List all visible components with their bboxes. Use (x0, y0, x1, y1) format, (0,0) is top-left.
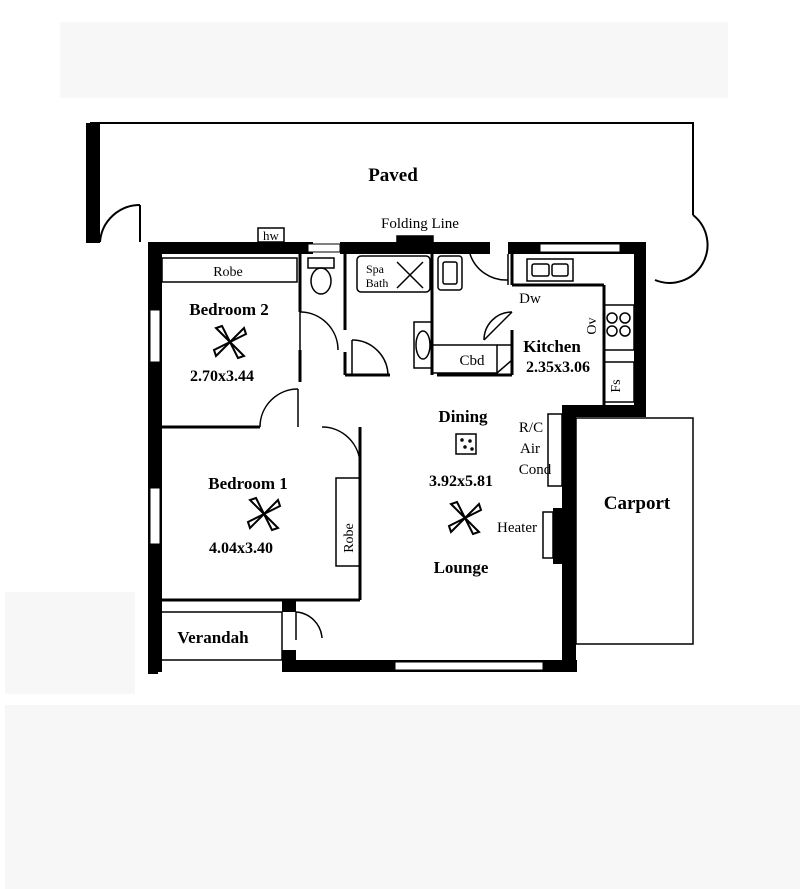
paved-area-outline (90, 122, 709, 284)
label-bedroom1: Bedroom 1 (208, 474, 288, 493)
sink-icon (526, 258, 574, 282)
label-heater: Heater (497, 520, 537, 536)
ceiling-fan-icon (246, 496, 282, 532)
blank-panel-bottom (5, 705, 800, 889)
toilet-icon (413, 321, 433, 369)
label-rc: R/C (519, 420, 543, 436)
label-hw: hw (263, 228, 280, 243)
label-spa: Spa (366, 262, 385, 276)
label-carport: Carport (604, 493, 671, 514)
label-dw: Dw (519, 291, 541, 307)
ceiling-fan-icon (447, 500, 483, 536)
label-bath: Bath (366, 276, 389, 290)
label-dining: Dining (438, 407, 488, 426)
dining-table-icon (455, 433, 477, 455)
label-cbd: Cbd (459, 353, 485, 369)
blank-banner-top (60, 22, 728, 98)
sink-icon (437, 255, 463, 291)
paved-left-wall (86, 123, 100, 243)
label-folding-line: Folding Line (381, 216, 459, 232)
label-air: Air (520, 441, 540, 457)
blank-panel-left (5, 592, 135, 694)
label-fs: Fs (609, 379, 624, 392)
toilet-icon (307, 257, 335, 295)
label-kitchen-size: 2.35x3.06 (526, 359, 590, 376)
ceiling-fan-icon (212, 324, 248, 360)
label-lounge-size: 3.92x5.81 (429, 473, 493, 490)
label-ov: Ov (585, 317, 600, 334)
verandah-wall (282, 600, 296, 672)
fixtures (149, 227, 694, 661)
label-robe-top: Robe (213, 265, 243, 280)
windows (149, 243, 621, 671)
spa-bath-icon (356, 255, 431, 293)
label-verandah: Verandah (177, 628, 249, 647)
label-cond: Cond (519, 462, 552, 478)
door-swings (259, 253, 513, 640)
label-bedroom2-size: 2.70x3.44 (190, 368, 254, 385)
label-lounge: Lounge (434, 558, 489, 577)
heater-unit (553, 508, 562, 564)
label-bedroom1-size: 4.04x3.40 (209, 540, 273, 557)
label-paved: Paved (368, 165, 418, 186)
label-bedroom2: Bedroom 2 (189, 300, 269, 319)
label-kitchen: Kitchen (523, 337, 581, 356)
label-robe-side: Robe (342, 523, 357, 553)
cooktop-icon (606, 312, 631, 337)
